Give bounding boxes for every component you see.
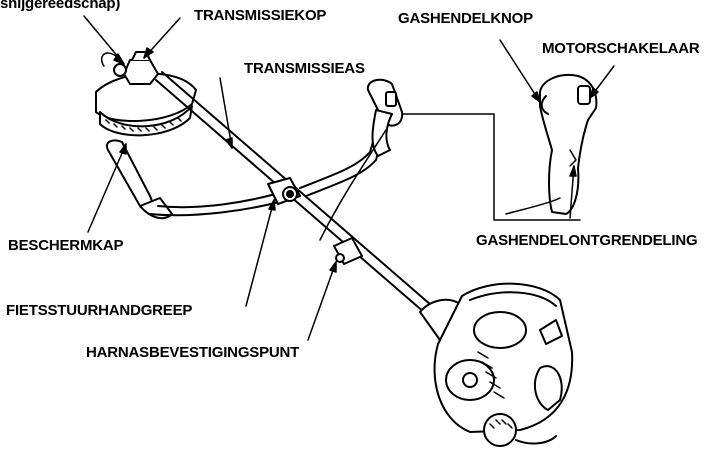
cutting-head-drawing: [96, 52, 196, 135]
label-cutting-tool: snijgereedschap): [0, 0, 120, 11]
label-harness-point: HARNASBEVESTIGINGSPUNT: [86, 345, 299, 360]
label-guard: BESCHERMKAP: [8, 238, 123, 253]
label-engine-switch: MOTORSCHAKELAAR: [542, 41, 700, 56]
label-throttle-release: GASHENDELONTGRENDELING: [476, 233, 697, 248]
label-bike-handle: FIETSSTUURHANDGREEP: [6, 303, 192, 318]
throttle-inset-drawing: [402, 75, 596, 220]
throttle-cable-drawing: [320, 130, 386, 240]
label-transmission-shaft: TRANSMISSIEAS: [244, 61, 365, 76]
label-throttle-knob: GASHENDELKNOP: [398, 11, 533, 26]
main-shaft-drawing: [156, 72, 446, 326]
label-transmission-head: TRANSMISSIEKOP: [194, 8, 326, 23]
engine-drawing: [420, 284, 572, 446]
